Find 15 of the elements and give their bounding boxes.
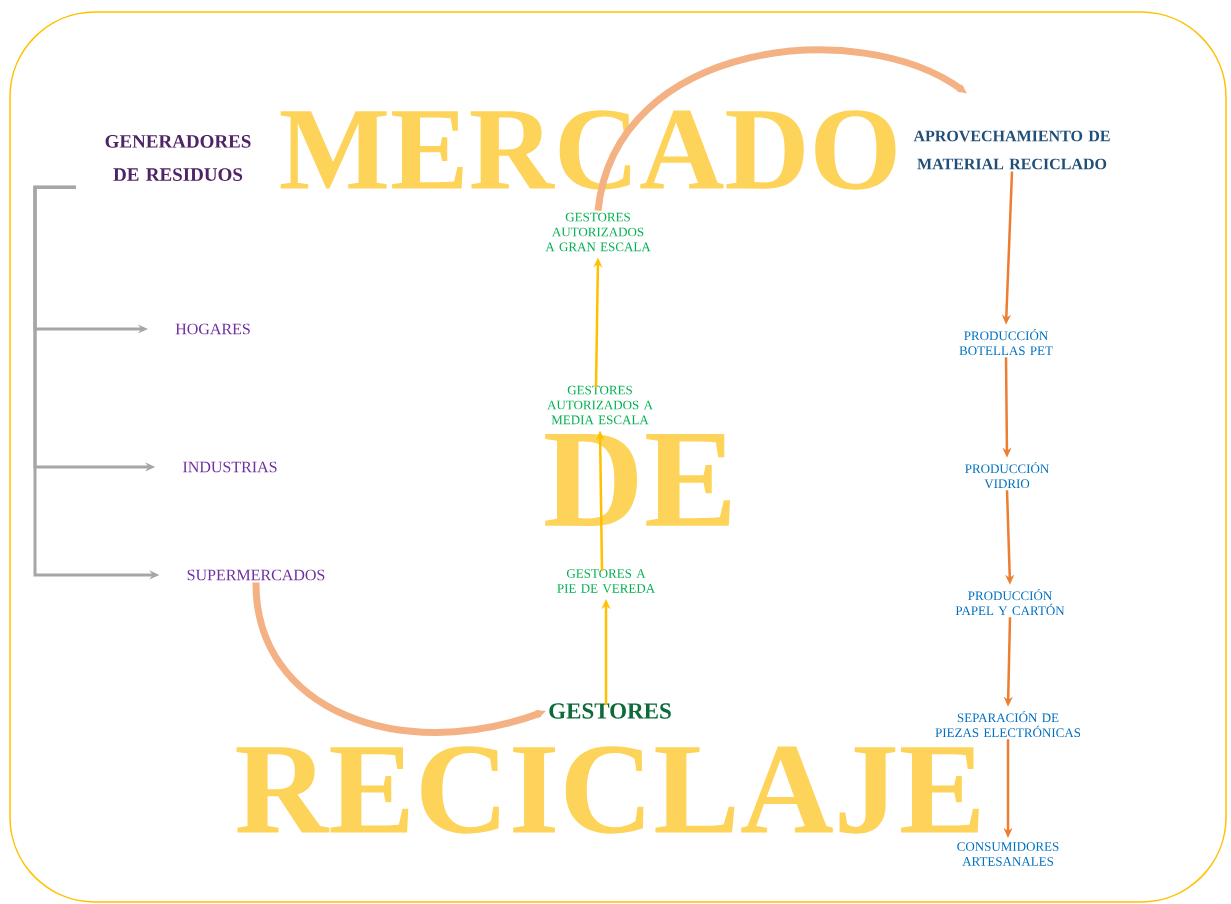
flow-text: PRODUCCIÓN PAPEL Y CARTÓN xyxy=(955,588,1065,616)
flow-text: HOGARES xyxy=(175,323,250,335)
flow-text: SEPARACIÓN DE PIEZAS ELECTRÓNICAS xyxy=(935,710,1081,738)
flow-text: PRODUCCIÓN VIDRIO xyxy=(965,461,1049,489)
flow-text: INDUSTRIAS xyxy=(183,461,277,473)
flow-text: APROVECHAMIENTO DE MATERIAL RECICLADO xyxy=(913,130,1110,170)
flow-text: GESTORES AUTORIZADOS A MEDIA ESCALA xyxy=(547,385,653,425)
background-title: RECICLAJE xyxy=(236,746,979,834)
flow-text: GESTORES AUTORIZADOS A GRAN ESCALA xyxy=(545,212,651,252)
flow-text: GESTORES A PIE DE VEREDA xyxy=(557,569,655,593)
flow-text: GESTORES xyxy=(549,703,671,719)
flow-text: PRODUCCIÓN BOTELLAS PET xyxy=(959,328,1053,356)
flow-text: SUPERMERCADOS xyxy=(187,569,325,581)
flow-text: GENERADORES DE RESIDUOS xyxy=(105,135,251,181)
flow-text: CONSUMIDORES ARTESANALES xyxy=(957,842,1059,866)
